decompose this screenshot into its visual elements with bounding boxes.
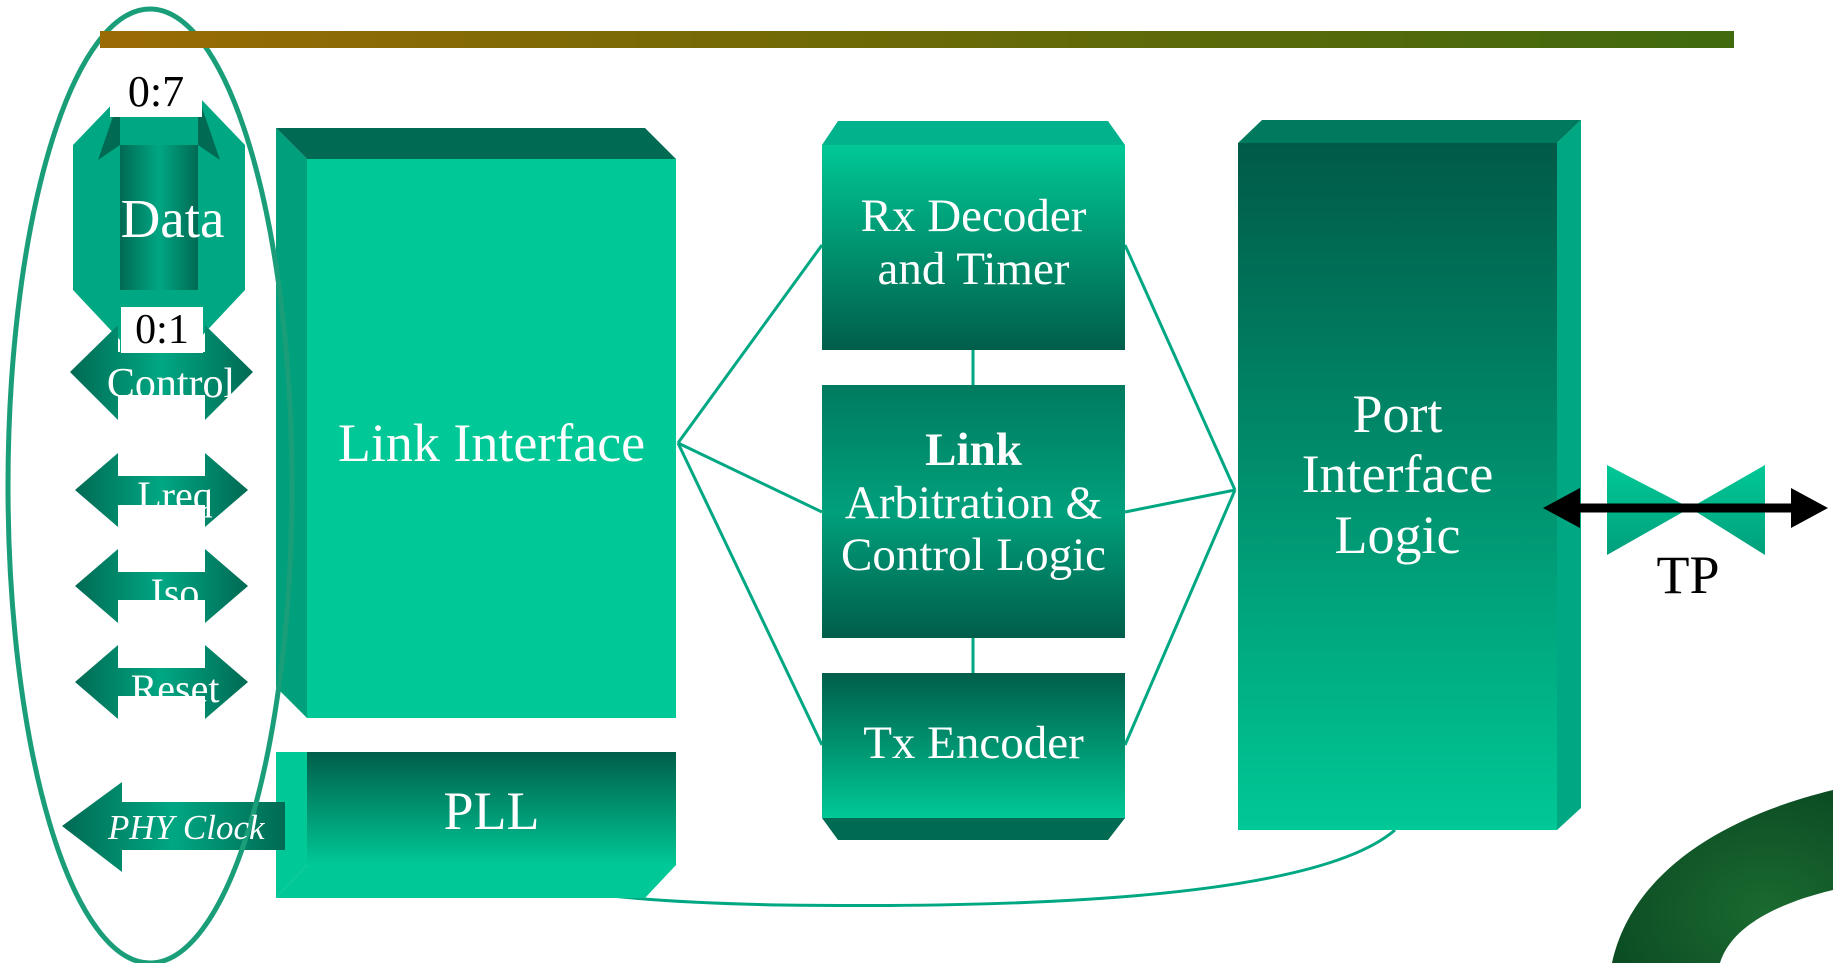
data-width-label: 0:7: [110, 67, 202, 117]
port-interface-line2: Interface: [1301, 444, 1494, 505]
link-arbitration-bold: Link: [925, 424, 1022, 476]
control-arrow: [70, 325, 253, 420]
reset-arrow: [75, 645, 248, 719]
link-arbitration-text: Link Arbitration & Control Logic: [816, 424, 1131, 582]
tx-encoder-label: Tx Encoder: [863, 717, 1084, 769]
rx-decoder-line1: Rx Decoder: [860, 190, 1087, 242]
reset-label: Reset: [130, 666, 220, 711]
pll-block: [276, 752, 676, 898]
lreq-label: Lreq: [137, 473, 213, 518]
link-arbitration-line3: Control Logic: [841, 529, 1106, 582]
port-interface-block: [1238, 120, 1581, 830]
port-interface-text: Port Interface Logic: [1238, 384, 1557, 565]
interface-highlight-ellipse: [5, 6, 295, 963]
link-arbitration-line2: Arbitration &: [844, 476, 1103, 529]
data-bus-arrow: [73, 76, 245, 355]
data-label: Data: [120, 188, 225, 249]
phy-clock-arrow: [62, 782, 285, 872]
port-interface-line1: Port: [1352, 384, 1443, 444]
iso-label: Iso: [150, 570, 200, 615]
phy-clock-label: PHY Clock: [108, 808, 265, 847]
control-label: Control: [106, 361, 236, 407]
title-bar: [100, 31, 1734, 48]
port-interface-line3: Logic: [1334, 504, 1461, 565]
pll-label: PLL: [443, 781, 540, 841]
rx-decoder-text: Rx Decoder and Timer: [822, 190, 1125, 295]
tp-arrow-right-head: [1791, 488, 1828, 528]
connection-lines: [488, 244, 1396, 908]
link-interface-label: Link Interface: [337, 413, 646, 473]
corner-swoosh-decoration: [1612, 790, 1833, 963]
tx-encoder-block: [822, 673, 1125, 840]
tp-connector: [1543, 465, 1828, 555]
iso-arrow: [75, 549, 248, 623]
lreq-arrow: [75, 453, 248, 527]
rx-decoder-block: [822, 121, 1125, 350]
tp-label: TP: [1656, 545, 1720, 605]
link-arbitration-block: [822, 385, 1125, 638]
link-interface-block: [276, 128, 676, 718]
tp-arrow-left-head: [1543, 488, 1580, 528]
control-width-label: 0:1: [121, 307, 203, 353]
rx-decoder-line2: and Timer: [877, 242, 1070, 295]
